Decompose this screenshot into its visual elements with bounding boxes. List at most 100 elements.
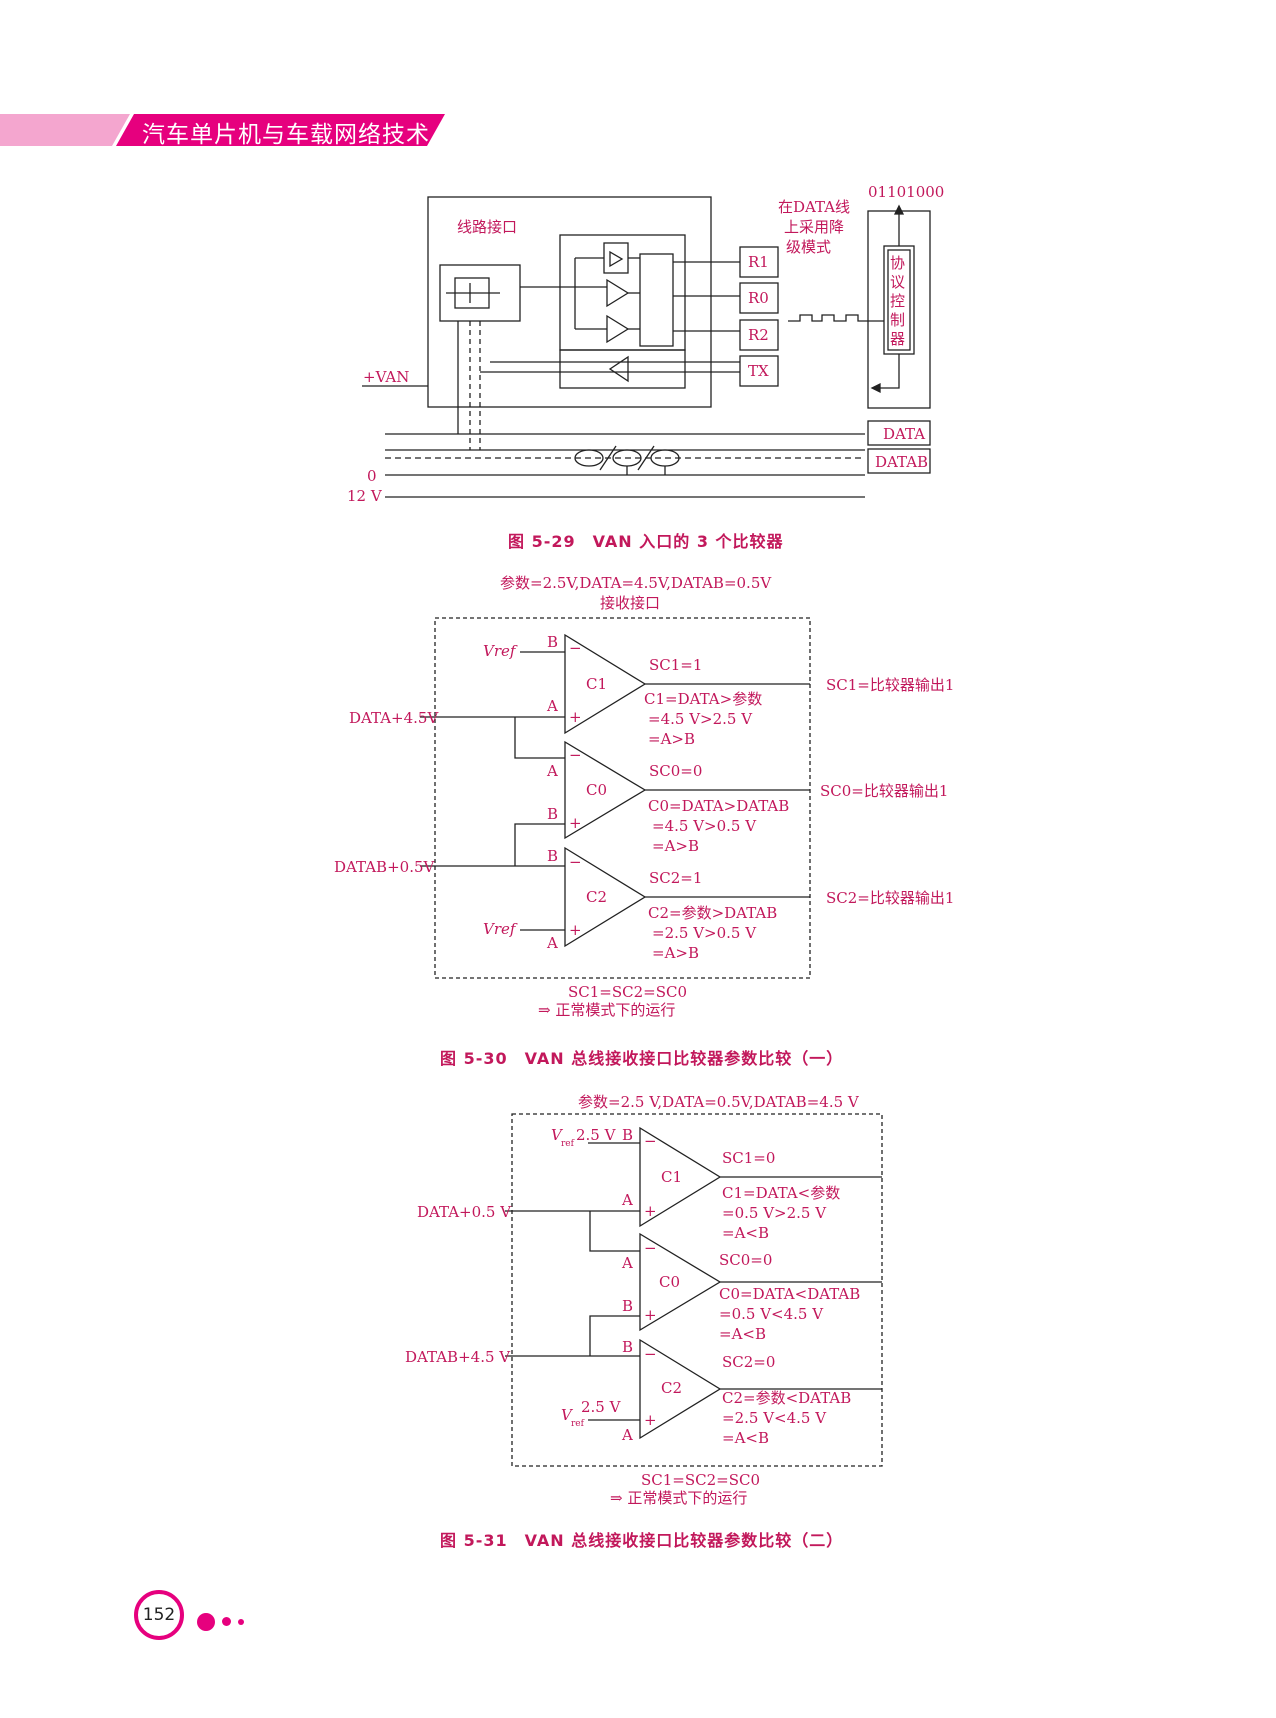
fig31-params: 参数=2.5 V,DATA=0.5V,DATAB=4.5 V	[578, 1093, 860, 1111]
fig31-c0-name: C0	[659, 1273, 680, 1291]
fig31-vref-bottom-value: 2.5 V	[581, 1398, 622, 1416]
fig31-pin-b: B	[622, 1338, 633, 1356]
fig30-c2-desc-3: =A>B	[652, 944, 699, 962]
line-data-label: DATA	[883, 425, 925, 443]
figure-5-31-diagram: 参数=2.5 V,DATA=0.5V,DATAB=4.5 V DATA+0.5 …	[405, 1093, 883, 1507]
fig30-vref-bottom: Vref	[483, 920, 518, 938]
fig31-pin-b: B	[622, 1126, 633, 1144]
fig31-pin-b: B	[622, 1297, 633, 1315]
fig31-pin-a: A	[621, 1254, 633, 1272]
figure-5-30-caption: 图 5-30 VAN 总线接收接口比较器参数比较（一）	[440, 1049, 844, 1068]
fig31-vref-top-symbol: V	[551, 1126, 564, 1144]
minus-sign: −	[569, 853, 582, 871]
plus-sign: +	[569, 814, 582, 832]
fig30-summary: SC1=SC2=SC0	[568, 983, 687, 1001]
fig30-c0-desc-3: =A>B	[652, 837, 699, 855]
fig30-c2-output: SC2=比较器输出1	[826, 889, 954, 907]
fig30-c1-desc-2: =4.5 V>2.5 V	[648, 710, 753, 728]
fig31-vref-bottom-symbol: V	[561, 1406, 574, 1424]
page-number: 152	[134, 1590, 184, 1640]
pin-r1: R1	[748, 253, 769, 271]
fig30-input-data: DATA+4.5V	[349, 709, 439, 727]
page-number-badge: 152	[134, 1590, 194, 1646]
minus-sign: −	[644, 1239, 657, 1257]
plus-sign: +	[644, 1411, 657, 1429]
plus-sign: +	[644, 1306, 657, 1324]
supply-12v-label: 12 V	[347, 487, 383, 505]
fig31-c1-desc-2: =0.5 V>2.5 V	[722, 1204, 827, 1222]
fig31-summary: SC1=SC2=SC0	[641, 1471, 760, 1489]
fig31-c0-state: SC0=0	[719, 1251, 772, 1269]
book-title: 汽车单片机与车载网络技术	[142, 122, 430, 148]
fig30-mode: ⇒ 正常模式下的运行	[538, 1001, 675, 1019]
fig30-pin-b: B	[547, 805, 558, 823]
fig31-pin-a: A	[621, 1426, 633, 1444]
fig31-c2-name: C2	[661, 1379, 682, 1397]
figure-5-29-diagram: 线路接口 +VAN R1 R0 R2 TX 在DATA线 上采用降 级模式 01…	[347, 183, 944, 505]
fig31-c1-name: C1	[661, 1168, 682, 1186]
fig30-c2-name: C2	[586, 888, 607, 906]
fig31-c2-state: SC2=0	[722, 1353, 775, 1371]
fig31-pin-a: A	[621, 1191, 633, 1209]
minus-sign: −	[569, 746, 582, 764]
fig30-pin-b: B	[547, 633, 558, 651]
fig30-c0-name: C0	[586, 781, 607, 799]
fig30-c1-desc-3: =A>B	[648, 730, 695, 748]
fig30-c1-output: SC1=比较器输出1	[826, 676, 954, 694]
fig30-pin-a: A	[546, 934, 558, 952]
ground-label: 0	[367, 467, 377, 485]
controller-char-4: 制	[890, 311, 905, 329]
figure-5-29: 线路接口 +VAN R1 R0 R2 TX 在DATA线 上采用降 级模式 01…	[0, 180, 1276, 525]
fig31-c2-desc-1: C2=参数<DATAB	[722, 1389, 851, 1407]
fig31-c2-desc-3: =A<B	[722, 1429, 769, 1447]
fig30-c0-output: SC0=比较器输出1	[820, 782, 948, 800]
fig30-c0-state: SC0=0	[649, 762, 702, 780]
controller-char-3: 控	[890, 292, 905, 310]
running-header: 汽车单片机与车载网络技术	[0, 114, 445, 148]
fig31-vref-top-value: 2.5 V	[576, 1126, 617, 1144]
controller-char-1: 协	[890, 254, 905, 272]
fig30-c1-name: C1	[586, 675, 607, 693]
fig31-c1-desc-3: =A<B	[722, 1224, 769, 1242]
fig30-vref-top: Vref	[483, 642, 518, 660]
fig30-params: 参数=2.5V,DATA=4.5V,DATAB=0.5V	[500, 574, 772, 592]
fig31-c2-desc-2: =2.5 V<4.5 V	[722, 1409, 827, 1427]
degraded-note-line3: 级模式	[786, 238, 831, 256]
figure-5-31: 参数=2.5 V,DATA=0.5V,DATAB=4.5 V DATA+0.5 …	[0, 1088, 1276, 1508]
pin-r0: R0	[748, 289, 769, 307]
plus-sign: +	[569, 708, 582, 726]
plus-sign: +	[644, 1202, 657, 1220]
bit-sequence: 01101000	[868, 183, 944, 201]
line-interface-label: 线路接口	[457, 218, 517, 236]
fig30-c2-desc-1: C2=参数>DATAB	[648, 904, 777, 922]
fig30-c0-desc-2: =4.5 V>0.5 V	[652, 817, 757, 835]
fig31-input-data: DATA+0.5 V	[417, 1203, 512, 1221]
fig30-c1-state: SC1=1	[649, 656, 702, 674]
van-supply-label: +VAN	[363, 368, 409, 386]
fig31-vref-bottom-subscript: ref	[571, 1419, 585, 1429]
fig30-input-datab: DATAB+0.5V	[334, 858, 436, 876]
figure-5-29-caption: 图 5-29 VAN 入口的 3 个比较器	[508, 532, 784, 551]
controller-char-5: 器	[890, 330, 905, 348]
decorative-dot-small	[238, 1619, 244, 1625]
degraded-note-line1: 在DATA线	[778, 198, 850, 216]
fig31-vref-top-subscript: ref	[561, 1139, 575, 1149]
fig31-input-datab: DATAB+4.5 V	[405, 1348, 511, 1366]
fig30-pin-a: A	[546, 697, 558, 715]
plus-sign: +	[569, 921, 582, 939]
minus-sign: −	[569, 639, 582, 657]
fig30-pin-a: A	[546, 762, 558, 780]
decorative-dot-medium	[222, 1617, 231, 1626]
degraded-note-line2: 上采用降	[784, 218, 844, 236]
minus-sign: −	[644, 1132, 657, 1150]
fig31-c0-desc-2: =0.5 V<4.5 V	[719, 1305, 824, 1323]
header-banner	[0, 114, 445, 146]
pin-tx: TX	[748, 362, 769, 380]
fig31-c0-desc-3: =A<B	[719, 1325, 766, 1343]
pin-r2: R2	[748, 326, 769, 344]
fig30-c2-state: SC2=1	[649, 869, 702, 887]
fig31-mode: ⇒ 正常模式下的运行	[610, 1489, 747, 1507]
minus-sign: −	[644, 1345, 657, 1363]
controller-char-2: 议	[890, 273, 905, 291]
figure-5-30: 参数=2.5V,DATA=4.5V,DATAB=0.5V 接收接口 DATA+4…	[0, 570, 1276, 1020]
